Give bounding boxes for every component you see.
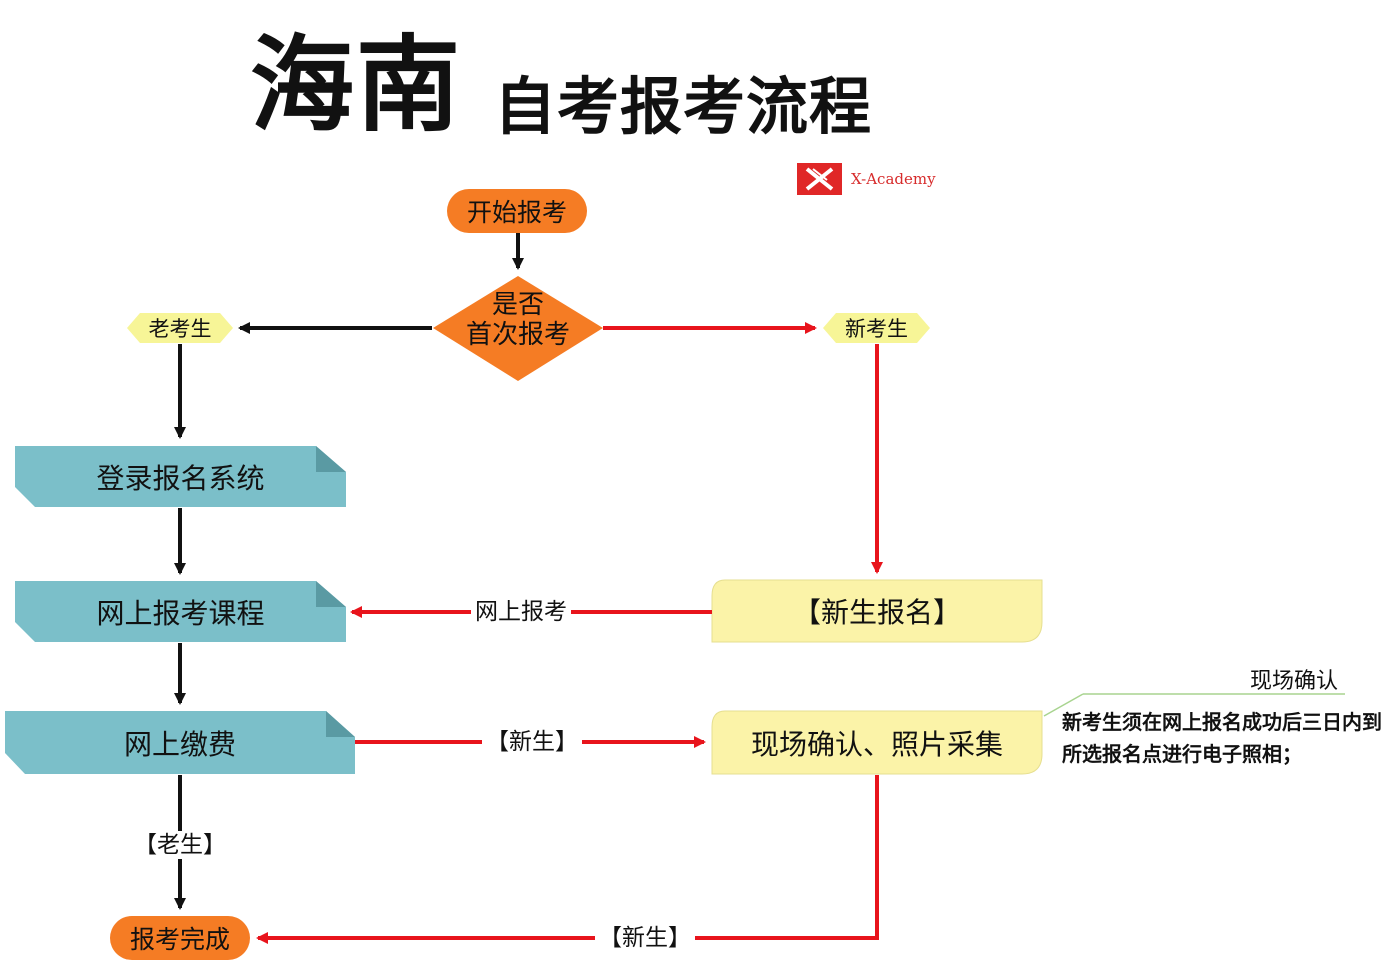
start-node: 开始报考 <box>447 189 587 233</box>
onsite-confirm-box <box>711 710 1043 775</box>
decision-line-2: 首次报考 <box>465 320 570 350</box>
decision-diamond <box>433 276 603 381</box>
new-registration-label: 【新生报名】 <box>792 596 961 629</box>
decision-line-1: 是否 <box>491 290 544 320</box>
brand-name: X-Academy <box>851 170 936 188</box>
brand-logo: X-Academy <box>797 162 936 196</box>
note-title: 现场确认 <box>1250 669 1339 694</box>
edge-label-new-to-confirm: 【新生】 <box>482 728 582 756</box>
login-box <box>15 446 346 507</box>
start-label: 开始报考 <box>466 198 567 227</box>
old-student-hex <box>127 313 233 343</box>
note-leader <box>1043 693 1084 717</box>
title-sub: 自考报考流程 <box>494 70 873 143</box>
edge-label-old-to-done: 【老生】 <box>130 831 230 859</box>
done-node: 报考完成 <box>110 916 250 960</box>
login-label: 登录报名系统 <box>96 461 265 495</box>
edge-confirm-to-done <box>256 775 879 944</box>
onsite-confirm-label: 现场确认、照片采集 <box>750 727 1003 761</box>
done-label: 报考完成 <box>129 925 230 954</box>
new-student-label: 新考生 <box>845 317 908 341</box>
title-main: 海南 <box>250 24 463 146</box>
online-payment-box <box>5 711 355 774</box>
online-payment-label: 网上缴费 <box>123 727 236 761</box>
old-student-label: 老考生 <box>148 317 212 341</box>
decision-label: 是否 首次报考 <box>448 290 588 350</box>
new-student-hex <box>823 313 930 343</box>
x-logo-icon <box>797 163 842 195</box>
edge-label-online-apply: 网上报考 <box>471 598 571 626</box>
edge-label-new-to-done: 【新生】 <box>595 924 695 952</box>
online-course-label: 网上报考课程 <box>96 596 265 630</box>
note-text: 新考生须在网上报名成功后三日内到所选报名点进行电子照相； <box>1062 710 1382 766</box>
new-registration-box <box>711 579 1043 643</box>
online-course-box <box>15 581 346 642</box>
